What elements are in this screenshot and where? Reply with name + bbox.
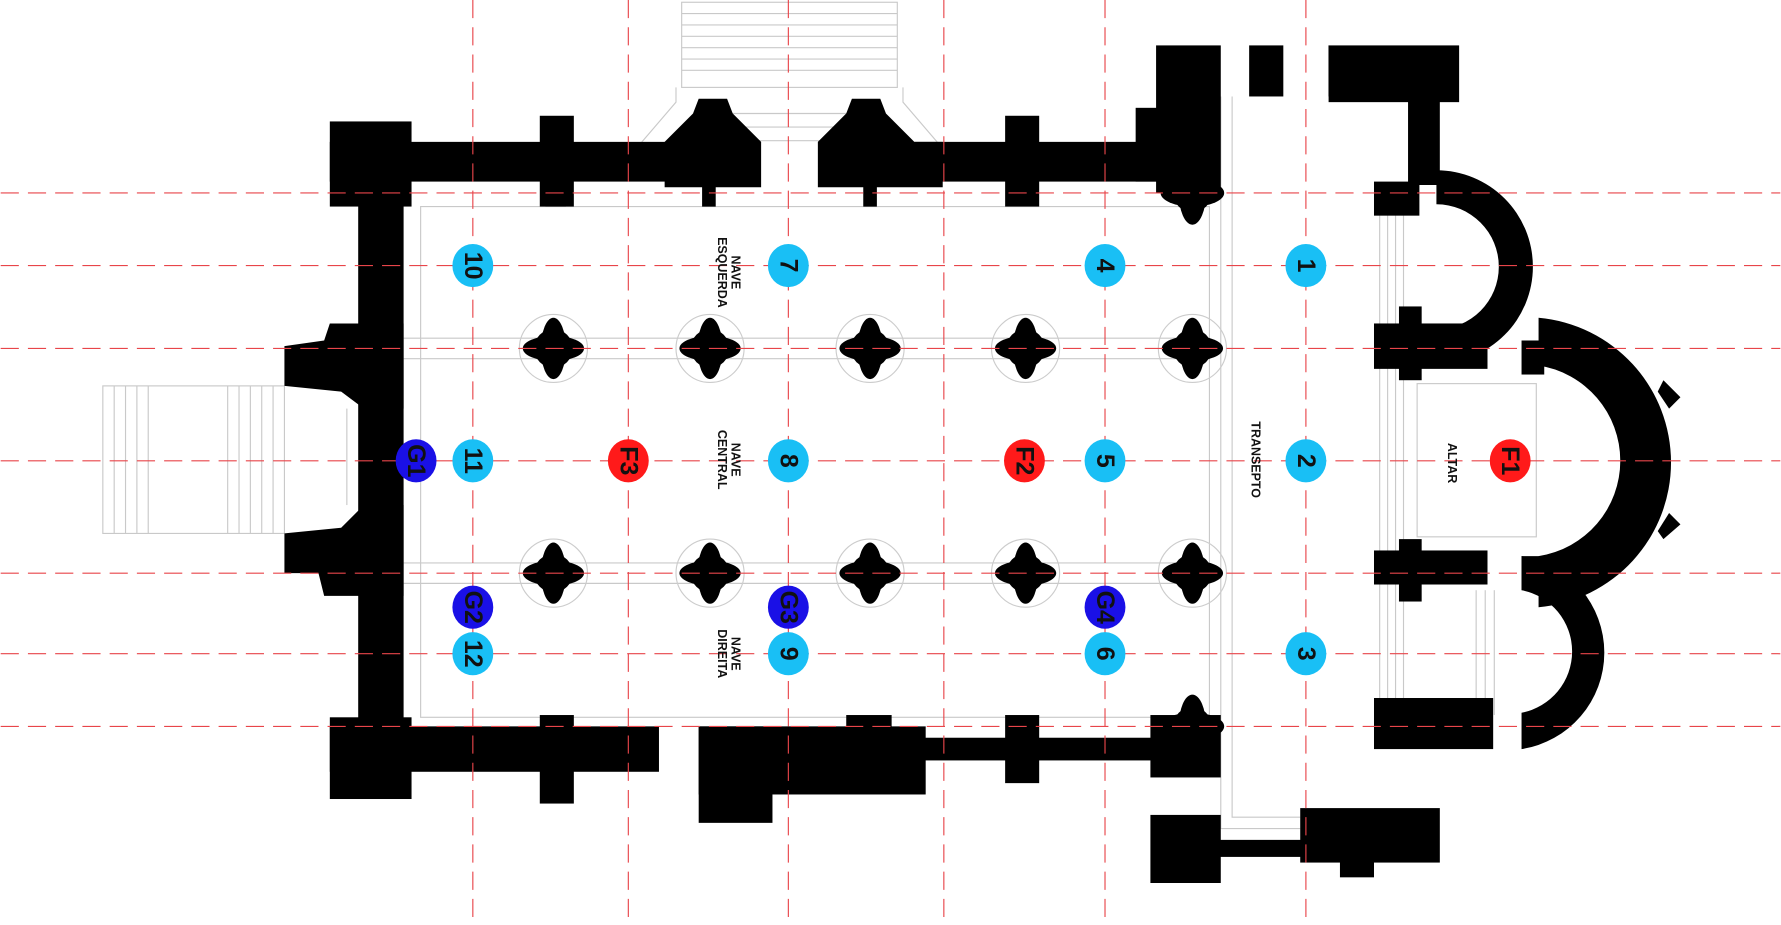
measurement-point-11: 11: [452, 439, 494, 483]
svg-text:DIREITA: DIREITA: [715, 629, 729, 678]
svg-text:NAVE: NAVE: [729, 443, 743, 477]
marker-label: 7: [774, 259, 802, 273]
north-stairs: [641, 1, 938, 148]
source-g-g3: G3: [767, 585, 809, 629]
label-nave-esquerda: NAVE ESQUERDA: [715, 237, 743, 308]
svg-text:ESQUERDA: ESQUERDA: [715, 237, 729, 308]
measurement-point-6: 6: [1084, 632, 1126, 676]
source-f-f1: F1: [1489, 439, 1531, 483]
marker-label: 9: [774, 647, 802, 661]
marker-label: 12: [459, 640, 487, 668]
label-transepto: TRANSEPTO: [1248, 421, 1262, 498]
label-nave-direita: NAVE DIREITA: [715, 629, 743, 678]
source-g-g4: G4: [1084, 585, 1126, 629]
pier: [1160, 694, 1225, 759]
marker-label: 4: [1091, 259, 1119, 273]
measurement-point-2: 2: [1285, 439, 1327, 483]
measurement-point-7: 7: [767, 244, 809, 288]
measurement-point-12: 12: [452, 632, 494, 676]
marker-label: G4: [1091, 591, 1119, 624]
marker-label: G2: [459, 591, 487, 624]
walls: [284, 45, 1681, 884]
marker-label: 5: [1091, 454, 1119, 468]
pier: [835, 538, 905, 608]
marker-label: 10: [459, 252, 487, 280]
marker-label: F3: [614, 446, 642, 475]
svg-text:NAVE: NAVE: [729, 637, 743, 671]
pier: [1160, 161, 1225, 225]
source-g-g1: G1: [395, 439, 437, 483]
measurement-point-9: 9: [767, 632, 809, 676]
pier: [675, 538, 745, 608]
label-altar: ALTAR: [1445, 443, 1459, 483]
measurement-point-1: 1: [1285, 244, 1327, 288]
marker-label: F1: [1496, 446, 1524, 475]
pier: [1157, 313, 1228, 384]
marker-label: 8: [774, 454, 802, 468]
source-f-f3: F3: [607, 439, 649, 483]
marker-label: G1: [402, 444, 430, 477]
marker-label: G3: [774, 591, 802, 624]
label-nave-central: NAVE CENTRAL: [715, 430, 743, 490]
svg-text:NAVE: NAVE: [729, 256, 743, 290]
marker-label: 2: [1292, 454, 1320, 468]
pier: [835, 313, 905, 384]
measurement-point-8: 8: [767, 439, 809, 483]
measurement-point-10: 10: [452, 244, 494, 288]
measurement-point-4: 4: [1084, 244, 1126, 288]
source-g-g2: G2: [452, 585, 494, 629]
marker-label: 6: [1091, 647, 1119, 661]
measurement-point-3: 3: [1285, 632, 1327, 676]
svg-text:CENTRAL: CENTRAL: [715, 430, 729, 490]
west-stairs: [102, 385, 371, 535]
pier: [990, 313, 1061, 384]
interior-outlines: [403, 45, 1537, 830]
marker-label: 11: [459, 448, 487, 475]
marker-label: F2: [1010, 446, 1038, 475]
marker-label: 3: [1292, 647, 1320, 661]
piers: [518, 161, 1228, 759]
marker-label: 1: [1292, 259, 1320, 273]
measurement-point-5: 5: [1084, 439, 1126, 483]
source-f-f2: F2: [1003, 439, 1045, 483]
